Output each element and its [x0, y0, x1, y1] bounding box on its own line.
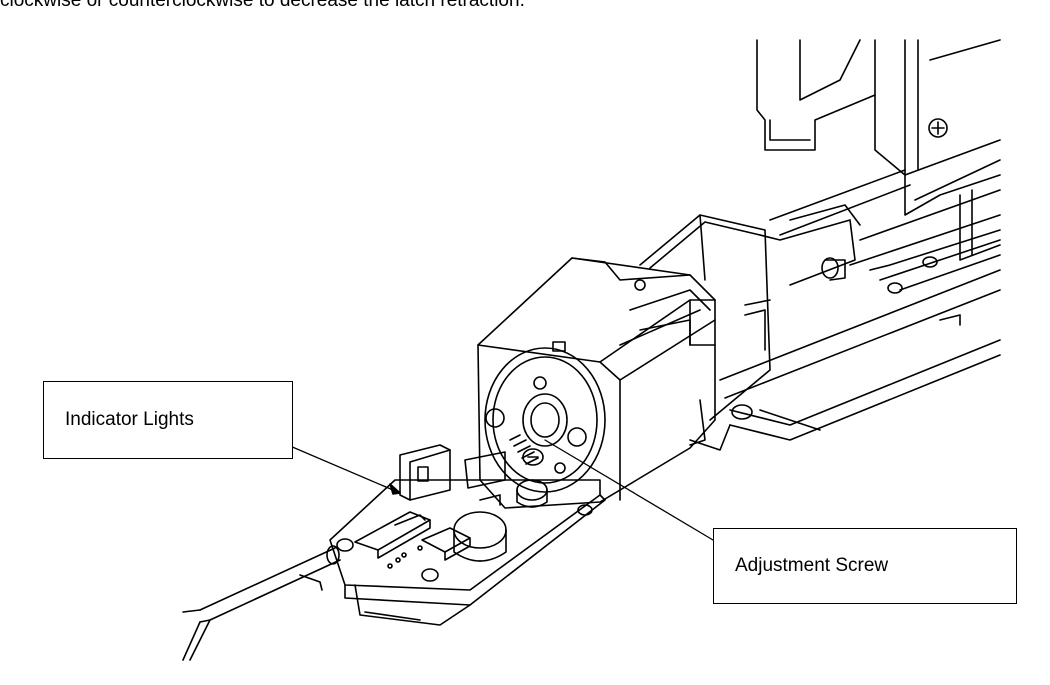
instruction-text: clockwise or counterclockwise to decreas…: [0, 0, 525, 11]
motor-housing: [639, 204, 861, 446]
callout-indicator-lights: Indicator Lights: [43, 381, 293, 459]
indicator-leader-line: [289, 445, 401, 494]
wires: [182, 545, 341, 661]
gearbox-block: [477, 257, 716, 509]
callout-adjustment-screw: Adjustment Screw: [713, 528, 1017, 604]
adjust-leader-line: [544, 439, 714, 541]
callout-adjustment-screw-label: Adjustment Screw: [735, 555, 889, 576]
housing-bracket: [756, 39, 1001, 261]
rail-channel: [769, 169, 1001, 291]
circuit-board: [329, 444, 606, 626]
callout-indicator-lights-label: Indicator Lights: [65, 409, 194, 430]
indicator-leader-arrow: [389, 483, 401, 495]
base-plate: [689, 256, 1001, 451]
adjustment-screw: [509, 434, 544, 466]
